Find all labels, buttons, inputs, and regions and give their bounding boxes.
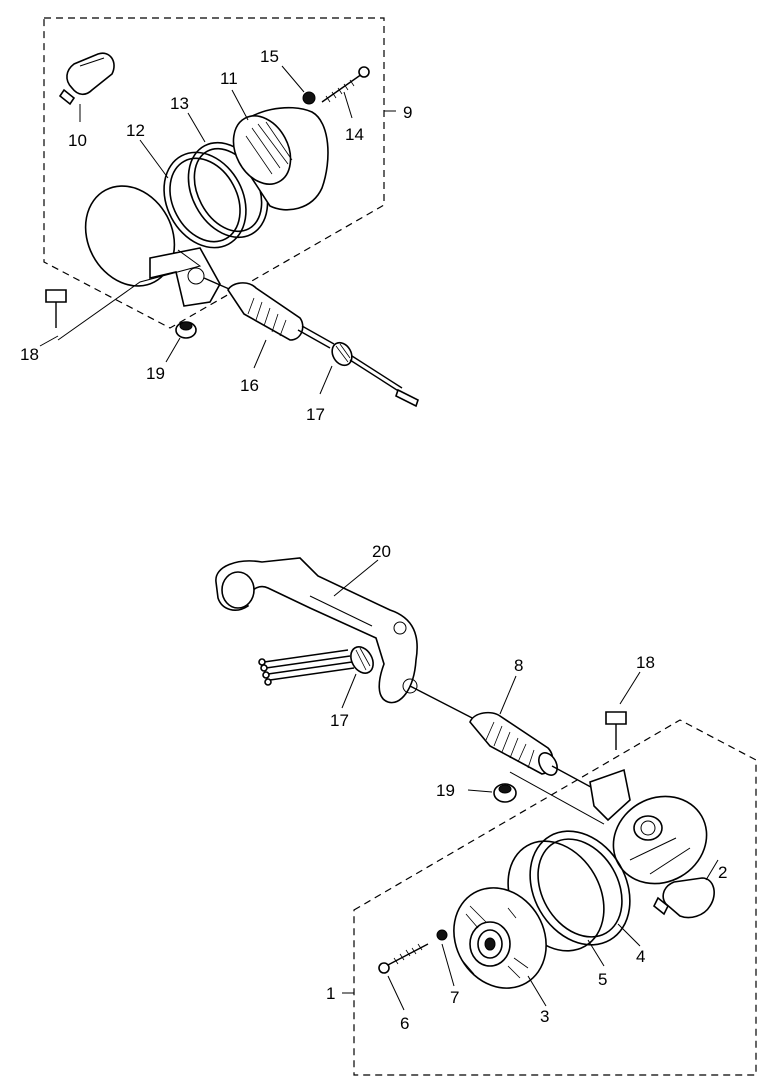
stay-bracket-part-20 [215, 557, 418, 704]
housing-part-11 [232, 106, 329, 211]
callout-6: 6 [400, 1014, 409, 1033]
callout-19-top: 19 [146, 364, 165, 383]
cable-grommet-part-17-top [331, 341, 353, 367]
callout-15: 15 [260, 47, 279, 66]
bolt-part-18-top [45, 289, 67, 328]
socket-part-8 [469, 711, 558, 776]
callout-1: 1 [326, 984, 335, 1003]
callout-19-bottom: 19 [436, 781, 455, 800]
socket-part-16 [227, 282, 304, 341]
callout-11: 11 [220, 69, 238, 88]
callout-13: 13 [170, 94, 189, 113]
callout-18-top: 18 [20, 345, 39, 364]
callout-2: 2 [718, 863, 727, 882]
callout-9: 9 [403, 103, 412, 122]
bolt-part-18-bottom [605, 711, 627, 750]
screw-part-14 [321, 66, 370, 103]
nut-part-7 [436, 929, 448, 941]
callout-3: 3 [540, 1007, 549, 1026]
grommet-part-19-top [175, 321, 197, 339]
callout-18-bottom: 18 [636, 653, 655, 672]
wire-bundle [258, 649, 355, 686]
callout-20: 20 [372, 542, 391, 561]
callout-17-bottom: 17 [330, 711, 349, 730]
callout-8: 8 [514, 656, 523, 675]
callout-14: 14 [345, 125, 364, 144]
screw-part-6 [378, 943, 429, 974]
callout-4: 4 [636, 947, 645, 966]
grommet-part-19-bottom [493, 783, 517, 803]
bottom-assembly [215, 557, 757, 1076]
assembly-9-boundary [43, 17, 385, 329]
callout-labels: 9 10 11 12 13 14 15 16 17 18 19 20 17 8 … [20, 47, 727, 1033]
callout-5: 5 [598, 970, 607, 989]
housing-rear [589, 768, 708, 885]
gasket-part-13 [163, 151, 247, 249]
cable-grommet-part-17-bottom [350, 646, 374, 674]
bulb-part-2 [652, 877, 715, 919]
lens-part-12 [84, 185, 176, 287]
lens-part-3 [453, 887, 547, 989]
bracket [149, 247, 221, 307]
callout-10: 10 [68, 131, 87, 150]
callout-7: 7 [450, 988, 459, 1007]
nut-part-15 [302, 91, 316, 105]
rim-part-4 [529, 830, 631, 946]
callout-16: 16 [240, 376, 259, 395]
assembly-1-boundary [353, 719, 757, 1076]
callout-17-top: 17 [306, 405, 325, 424]
top-assembly [39, 17, 419, 408]
bulb-part-10 [58, 52, 115, 106]
callout-12: 12 [126, 121, 145, 140]
